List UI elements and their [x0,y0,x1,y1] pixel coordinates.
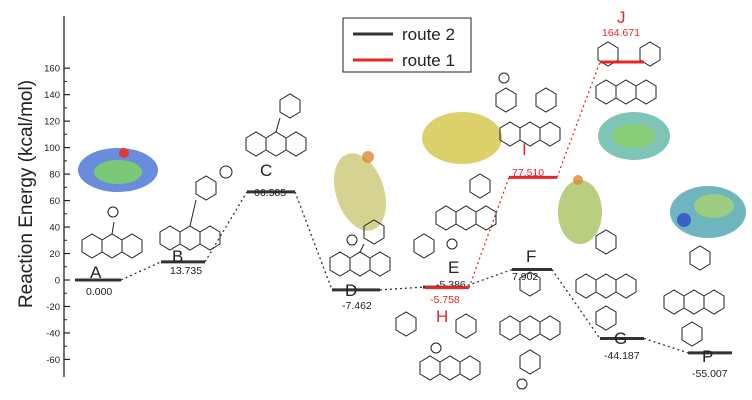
state-energy-c: 66.585 [254,187,286,199]
surface-e-icon [422,112,502,164]
legend-label-route-2: route 2 [402,25,455,44]
y-tick-label: 100 [44,143,60,154]
connector-a-b [120,261,162,281]
esp-hotspot-icon [119,148,129,158]
state-label-j: J [617,8,626,27]
structure-c-icon [245,93,307,157]
y-tick-label: 160 [44,64,60,75]
state-label-i: I [522,140,527,159]
state-energy-f: 7.902 [512,271,538,283]
state-energy-j: 164.671 [602,27,640,39]
y-tick-label: -20 [46,302,60,313]
connector-e-f [462,268,513,288]
surface-d-icon [334,153,386,231]
surface-f-hotspot-icon [573,175,583,185]
state-energy-e: -5.386 [436,279,466,291]
state-label-f: F [526,247,536,266]
state-energy-g: -44.187 [604,350,640,362]
legend: route 2 route 1 [342,17,472,73]
y-tick-label: 80 [49,170,60,181]
state-label-d: D [345,281,357,300]
structure-a-icon [81,206,143,259]
structure-p-icon [663,245,725,347]
connector-c-d [294,191,333,291]
surface-ij-core-icon [612,124,656,148]
connector-d-e [379,286,424,291]
surface-p-hotspot-icon [677,213,691,227]
state-label-b: B [172,247,183,266]
y-tick-label: 20 [49,249,60,260]
structure-g-icon [575,229,637,331]
connector-f-g [551,269,601,339]
legend-box [342,17,472,73]
state-energy-i: 77.510 [512,167,544,179]
y-tick-label: 140 [44,90,60,101]
state-label-e: E [448,258,459,277]
connectors [120,61,689,354]
y-axis-ticks: -60 -40 -20 0 20 40 60 80 100 120 140 160 [44,64,70,366]
state-energy-d: -7.462 [342,300,372,312]
structure-e-icon [413,173,497,259]
connector-g-p [643,337,689,354]
connector-h-i [468,177,510,288]
legend-label-route-1: route 1 [402,51,455,70]
surface-f-icon [558,180,602,244]
state-energy-a: 0.000 [86,286,112,298]
state-label-a: A [90,263,102,282]
structure-d-icon [329,219,391,277]
surface-d-hotspot-icon [362,151,374,163]
y-tick-label: 40 [49,223,60,234]
state-label-c: C [260,161,272,180]
y-tick-label: 120 [44,117,60,128]
state-label-h: H [436,307,448,326]
structure-b-icon [159,165,233,251]
connector-i-j [556,61,601,178]
y-tick-label: -60 [46,355,60,366]
state-energy-h: -5.758 [430,294,460,306]
state-energy-b: 13.735 [170,265,202,277]
structure-i-icon [495,72,561,147]
surface-p-core-icon [694,194,734,218]
structure-j-icon [595,41,661,105]
state-energy-p: -55.007 [692,368,728,380]
y-axis-label: Reaction Energy (kcal/mol) [16,80,37,308]
structure-f-icon [499,271,561,390]
y-tick-label: 60 [49,196,60,207]
y-tick-label: -40 [46,328,60,339]
structure-h-icon [395,311,481,381]
state-label-g: G [614,329,627,348]
molecular-illustrations [78,41,746,390]
state-label-p: P [702,347,713,366]
y-tick-label: 0 [55,276,60,287]
esp-surface-core-icon [94,160,142,184]
connector-b-c [204,191,248,263]
